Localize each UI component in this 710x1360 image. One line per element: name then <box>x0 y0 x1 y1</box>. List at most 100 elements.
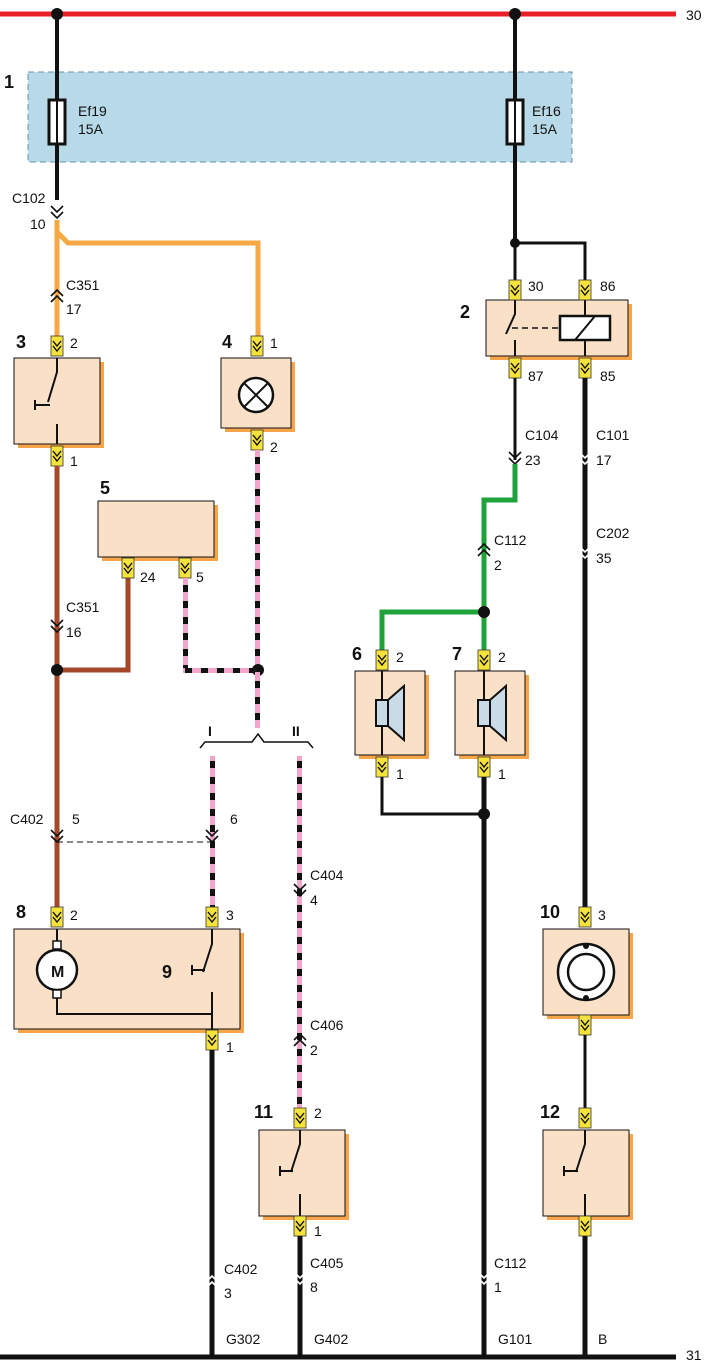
connector-mark <box>205 829 219 844</box>
component-3-number: 3 <box>16 332 26 352</box>
fuse-ef16-rating: 15A <box>532 121 558 137</box>
ground-b: B <box>598 1331 607 1347</box>
connector-c101-pin: 17 <box>596 452 612 468</box>
connector-c406-label: C406 <box>310 1017 344 1033</box>
connector-c402-pin5: 5 <box>72 811 80 827</box>
fuse-ef19: Ef19 15A <box>47 98 107 146</box>
connector-c351b-label: C351 <box>66 599 100 615</box>
rail-31-label: 31 <box>686 1347 702 1360</box>
wire-pink-variant-i <box>210 756 215 910</box>
component-6-number: 6 <box>352 644 362 664</box>
connector-mark <box>477 542 491 557</box>
component-8-pin-top: 2 <box>70 907 78 923</box>
connector-c402c-pin: 3 <box>224 1285 232 1301</box>
connector-c402-label: C402 <box>10 811 44 827</box>
connector-c402-pin6: 6 <box>230 811 238 827</box>
connector-mark <box>578 451 592 466</box>
connector-c104-pin: 23 <box>525 452 541 468</box>
wire-pink-horizontal <box>183 668 259 673</box>
connector-c351b-pin: 16 <box>66 624 82 640</box>
relay-pin-85: 85 <box>600 368 616 384</box>
connector-c112b-label: C112 <box>494 1255 527 1271</box>
component-7-pin-bottom: 1 <box>498 766 506 782</box>
rail-30-label: 30 <box>686 7 702 23</box>
connector-c102-pin: 10 <box>30 216 46 232</box>
splice-dot <box>478 606 490 618</box>
component-10-number: 10 <box>540 902 560 922</box>
component-12-number: 12 <box>540 1102 560 1122</box>
component-4-number: 4 <box>222 332 232 352</box>
connector-mark <box>293 883 307 898</box>
wire-pink-lamp <box>255 450 260 670</box>
component-11-pin-bottom: 1 <box>314 1223 322 1239</box>
fuse-ef19-rating: 15A <box>78 121 104 137</box>
wire-speaker-ground <box>380 777 484 816</box>
relay-contact <box>505 300 516 356</box>
connector-c405-pin: 8 <box>310 1279 318 1295</box>
variant-brace <box>199 732 314 749</box>
splice-dot <box>51 8 63 20</box>
connector-mark <box>205 1274 219 1289</box>
wire-pink-variant-ii <box>297 756 302 1108</box>
component-3-pin-bottom: 1 <box>70 453 78 469</box>
connector-mark <box>293 1032 307 1047</box>
component-3-pin-top: 2 <box>70 335 78 351</box>
connector-mark <box>293 1271 307 1286</box>
connector-c404-pin: 4 <box>310 892 318 908</box>
connector-c351-pin: 17 <box>66 301 82 317</box>
switch-symbol <box>563 1130 586 1216</box>
motor-symbol: M <box>51 964 64 981</box>
wire-green-branch <box>379 609 484 655</box>
fuse-ef16-name: Ef16 <box>532 103 561 119</box>
component-10-pin-top: 3 <box>598 907 606 923</box>
switch-symbol <box>279 1130 301 1216</box>
speaker-icon <box>375 699 389 727</box>
variant-label-ii: II <box>292 723 300 739</box>
component-5-module <box>97 500 215 558</box>
connector-mark <box>477 1271 491 1286</box>
switch-symbol <box>191 929 213 1030</box>
connector-c101-label: C101 <box>596 427 630 443</box>
speaker-icon <box>477 699 491 727</box>
component-9-pin-top: 3 <box>226 907 234 923</box>
connector-c202-label: C202 <box>596 525 630 541</box>
component-4-pin-top: 1 <box>270 335 278 351</box>
component-8-number: 8 <box>16 902 26 922</box>
fuse-box <box>27 71 573 163</box>
splice-dot <box>51 664 63 676</box>
fuse-ef16: Ef16 15A <box>505 98 561 146</box>
fuse-ef19-name: Ef19 <box>78 103 107 119</box>
component-11-pin-top: 2 <box>314 1105 322 1121</box>
component-8-pin-bottom: 1 <box>226 1039 234 1055</box>
wire-brown-branch <box>57 578 131 673</box>
component-6-pin-bottom: 1 <box>396 766 404 782</box>
connector-c112b-pin: 1 <box>494 1279 502 1295</box>
connector-mark <box>50 205 64 220</box>
connector-c202-pin: 35 <box>596 550 612 566</box>
connector-c112-pin: 2 <box>494 557 502 573</box>
ground-g302: G302 <box>226 1331 260 1347</box>
fuse-box-number: 1 <box>4 72 14 92</box>
connector-c104-label: C104 <box>525 427 559 443</box>
component-5-pin-5: 5 <box>196 569 204 585</box>
wire-relay-coil-feed <box>515 241 587 280</box>
connector-mark <box>50 829 64 844</box>
connector-c405-label: C405 <box>310 1255 344 1271</box>
connector-mark <box>578 545 592 560</box>
relay-pin-86: 86 <box>600 278 616 294</box>
variant-label-i: I <box>208 723 212 739</box>
component-2-number: 2 <box>460 302 470 322</box>
wire-pink-down <box>255 670 260 728</box>
ground-g402: G402 <box>314 1331 348 1347</box>
connector-mark <box>50 288 64 303</box>
component-7-number: 7 <box>452 644 462 664</box>
splice-dot <box>478 808 490 820</box>
wire-pink-module <box>183 578 188 670</box>
connector-c102-label: C102 <box>12 190 46 206</box>
component-7-pin-top: 2 <box>498 649 506 665</box>
component-6-pin-top: 2 <box>396 649 404 665</box>
connector-c406-pin: 2 <box>310 1042 318 1058</box>
wire-green <box>481 464 518 655</box>
connector-c402c-label: C402 <box>224 1261 258 1277</box>
